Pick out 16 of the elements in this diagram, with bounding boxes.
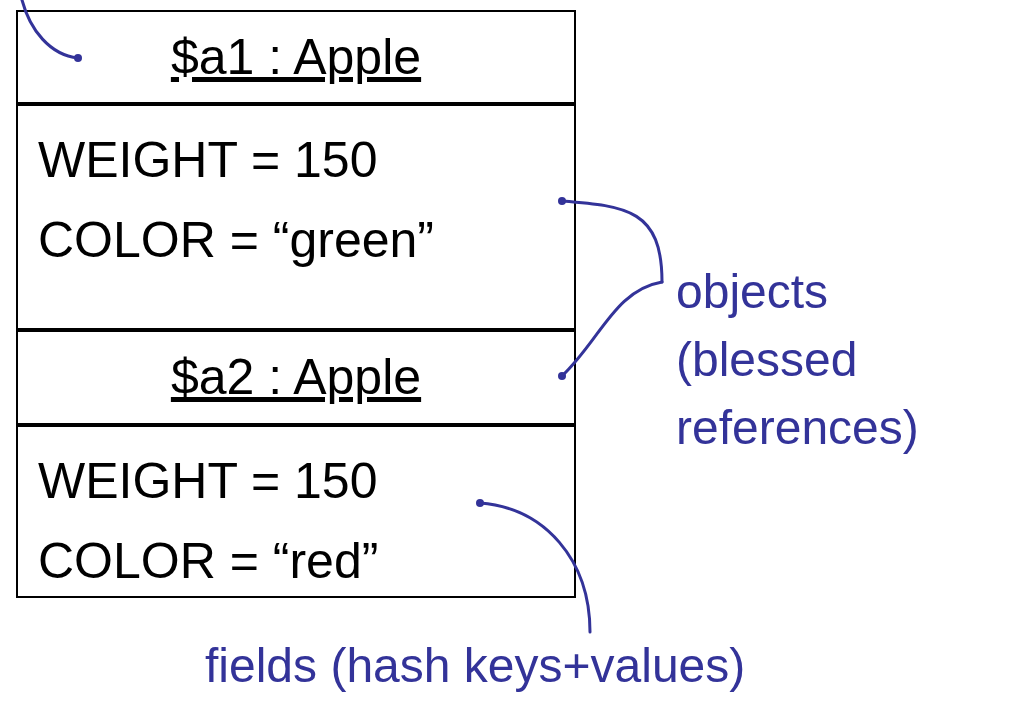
field-list-box	[16, 104, 576, 330]
object-name: $a1 : Apple	[170, 29, 422, 85]
field-entry: WEIGHT = 150	[38, 452, 379, 511]
field-list-box	[16, 425, 576, 598]
object-name-box	[16, 10, 576, 104]
callout-text: fields (hash keys+values)	[205, 638, 747, 694]
callout-text: objects (blessed references)	[676, 264, 920, 457]
field-entry: COLOR = “green”	[38, 211, 435, 270]
leader-line	[20, 0, 82, 62]
object-name: $a2 : Apple	[170, 350, 422, 405]
leader-line	[558, 280, 664, 380]
field-entry: COLOR = “red”	[38, 532, 380, 591]
object-name-box	[16, 330, 576, 425]
leader-line	[476, 499, 592, 634]
field-entry: WEIGHT = 150	[38, 131, 379, 190]
leader-line	[558, 197, 664, 284]
